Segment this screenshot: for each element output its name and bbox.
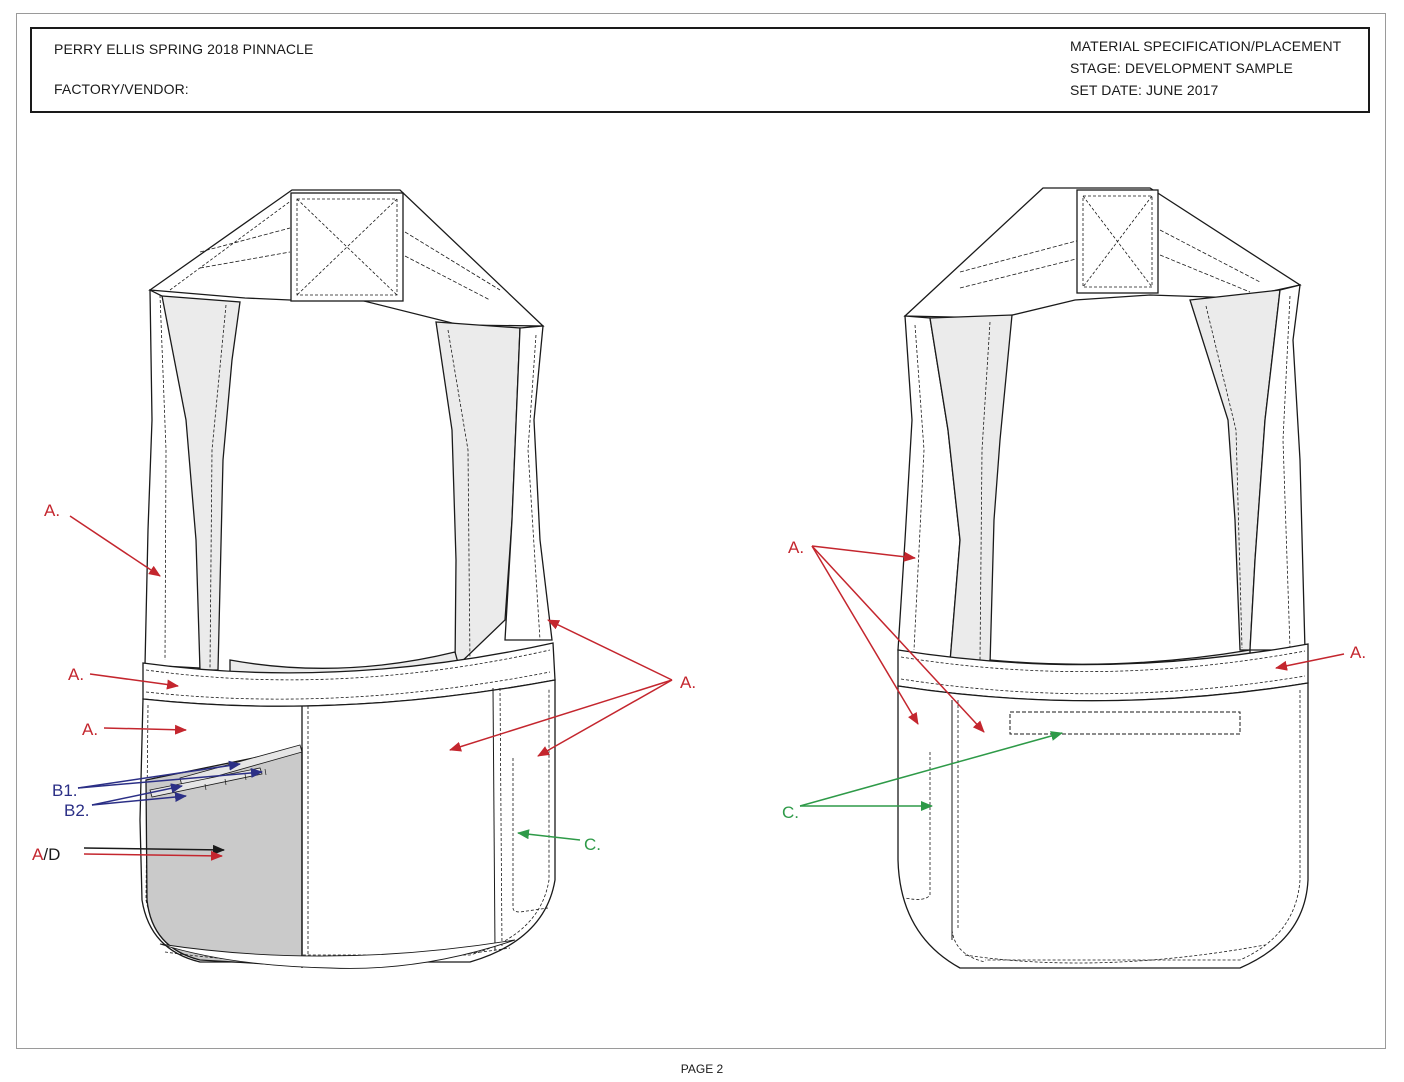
collection-name: PERRY ELLIS SPRING 2018 PINNACLE: [54, 41, 314, 57]
back-view-sketch: [897, 187, 1309, 969]
callout-back-a-left: A.: [788, 538, 804, 557]
set-date-label: SET DATE: JUNE 2017: [1070, 82, 1219, 98]
page-number: PAGE 2: [680, 1062, 724, 1076]
callout-back-c: C.: [782, 803, 799, 822]
stage-label: STAGE: DEVELOPMENT SAMPLE: [1070, 60, 1293, 76]
callout-front-a-right: A.: [680, 673, 696, 692]
callout-back-a-waistband: A.: [1350, 643, 1366, 662]
callout-front-b2: B2.: [64, 801, 90, 820]
callout-front-a-d-d: /D: [43, 845, 60, 864]
callout-front-a-d: A/D: [32, 845, 60, 864]
callout-front-a-body: A.: [82, 720, 98, 739]
sheet-title: MATERIAL SPECIFICATION/PLACEMENT: [1070, 38, 1342, 54]
callout-front-c: C.: [584, 835, 601, 854]
callout-front-a-strap: A.: [44, 501, 60, 520]
front-view-sketch: [139, 189, 556, 969]
factory-vendor-label: FACTORY/VENDOR:: [54, 81, 189, 97]
callout-front-a-waistband: A.: [68, 665, 84, 684]
title-block: PERRY ELLIS SPRING 2018 PINNACLE FACTORY…: [30, 27, 1370, 113]
sheet-border: [16, 13, 1386, 1049]
callout-front-a-d-a: A: [32, 845, 44, 864]
callout-labels: A. A. A. A. B1. B2. A/D C. A. A. C.: [32, 501, 1366, 864]
callout-front-b1: B1.: [52, 781, 78, 800]
callout-arrows: [69, 515, 1345, 861]
